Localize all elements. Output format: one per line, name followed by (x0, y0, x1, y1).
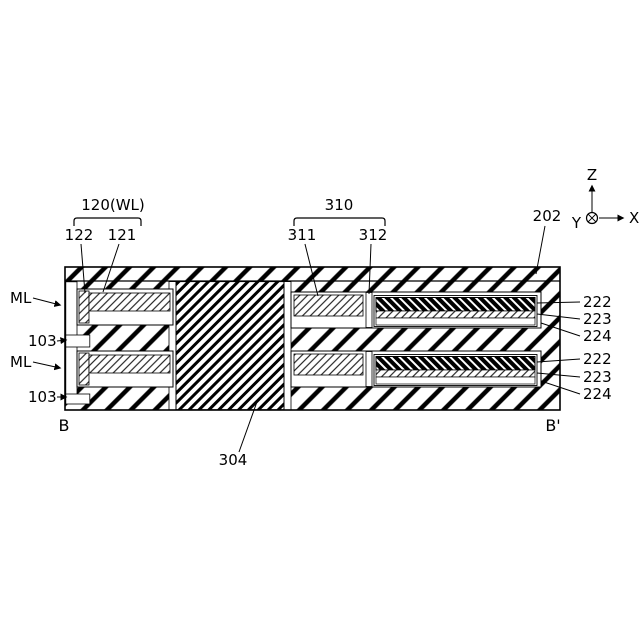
label-223-lower: 223 (583, 368, 612, 386)
element-311-upper (293, 294, 364, 317)
leader-202 (535, 225, 546, 275)
right-recess-lower (290, 350, 542, 388)
arrow-103-upper (56, 337, 68, 345)
leader-304 (238, 398, 259, 453)
section-label-b: B (59, 416, 70, 435)
wordline-121-lower (88, 354, 171, 374)
label-122: 122 (65, 226, 94, 244)
label-224-lower: 224 (583, 385, 612, 403)
core-dense-hatch (175, 281, 285, 411)
layer-224-lower (375, 376, 536, 385)
layer-222-upper (375, 297, 536, 312)
section-label-b-prime: B' (545, 416, 560, 435)
liner-312-upper (365, 292, 373, 328)
layer-223-upper (375, 310, 536, 319)
leader-222-upper (536, 301, 581, 304)
bracket-310 (293, 217, 386, 226)
leader-121 (102, 243, 120, 293)
leader-224-lower (540, 380, 581, 395)
label-ml-upper: ML (10, 289, 32, 307)
left-wordline-stack (65, 281, 174, 405)
core-region-304 (168, 281, 292, 411)
cap-122-upper (78, 290, 90, 324)
layer-222-lower (375, 356, 536, 371)
label-310: 310 (325, 196, 354, 214)
leader-223-upper (536, 313, 581, 320)
device-body (64, 266, 561, 411)
leader-312 (368, 243, 372, 295)
label-311: 311 (288, 226, 317, 244)
arrow-ml-upper (32, 297, 62, 307)
right-recess-upper (290, 291, 542, 329)
wordline-121-upper (88, 292, 171, 312)
layer-103-upper (65, 334, 91, 348)
axis-y-label: Y (571, 214, 582, 232)
leader-224-upper (540, 322, 581, 337)
y-axis-into-page-icon (585, 211, 599, 225)
label-223-upper: 223 (583, 310, 612, 328)
leader-311 (304, 243, 319, 297)
label-120wl: 120(WL) (81, 196, 145, 214)
leader-222-lower (536, 358, 581, 363)
layer-223-lower (375, 369, 536, 378)
label-304: 304 (219, 451, 248, 469)
label-103-upper: 103 (28, 332, 57, 350)
cap-122-lower (78, 352, 90, 386)
substrate-hatch-region (64, 266, 561, 411)
layer-103-lower (65, 393, 91, 405)
liner-312-lower (365, 351, 373, 387)
layer-224-upper (375, 317, 536, 326)
label-224-upper: 224 (583, 327, 612, 345)
label-312: 312 (359, 226, 388, 244)
coordinate-axes: Z X Y (571, 166, 639, 232)
label-ml-lower: ML (10, 353, 32, 371)
leader-122 (80, 243, 86, 294)
bracket-120wl (73, 217, 142, 226)
label-222-upper: 222 (583, 293, 612, 311)
core-right-liner (283, 281, 292, 411)
axis-x-label: X (629, 209, 639, 227)
label-121: 121 (108, 226, 137, 244)
label-202: 202 (533, 207, 562, 225)
leader-223-lower (536, 372, 581, 378)
label-222-lower: 222 (583, 350, 612, 368)
label-103-lower: 103 (28, 388, 57, 406)
element-311-lower (293, 353, 364, 376)
arrow-ml-lower (32, 361, 62, 371)
axis-z-label: Z (587, 166, 597, 184)
